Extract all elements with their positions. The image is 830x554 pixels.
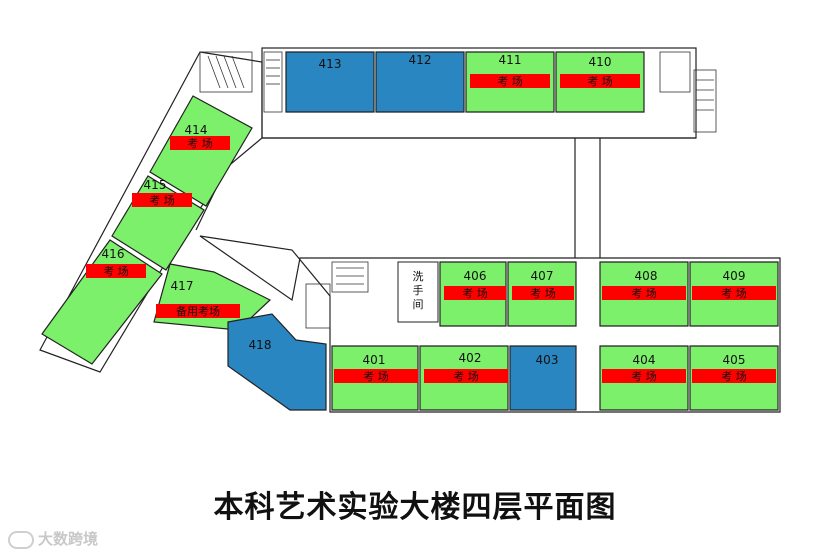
room-410: 考 场 410 [555,51,645,113]
room-410-number: 410 [589,55,612,69]
room-411-banner-label: 考 场 [497,74,523,88]
room-402-banner [424,369,508,383]
room-402-banner-label: 考 场 [453,369,479,383]
watermark-logo-icon [8,530,34,549]
washroom: 洗手间 [397,261,439,323]
washroom-label: 洗手间 [413,270,424,311]
plan-title: 本科艺术实验大楼四层平面图 [213,490,617,525]
watermark-text: 大数跨境 [38,530,99,548]
room-401: 考 场 401 [331,345,419,411]
room-404-banner [602,369,686,383]
room-402: 考 场 402 [419,345,509,411]
room-416: 考 场 416 [41,239,163,365]
room-413-area [285,51,375,113]
room-418-area [227,313,327,411]
room-409: 考 场 409 [689,261,779,327]
room-401-banner [334,369,418,383]
room-416-banner-label: 考 场 [103,264,129,278]
room-403-area [509,345,577,411]
room-413: 413 [285,51,375,113]
room-408: 考 场 408 [599,261,689,327]
room-402-number: 402 [459,351,482,365]
room-412-number: 412 [409,53,432,67]
room-415-banner-label: 考 场 [149,193,175,207]
room-412-area [375,51,465,113]
room-407-banner-label: 考 场 [530,286,556,300]
room-412: 412 [375,51,465,113]
room-406: 考 场 406 [439,261,507,327]
room-404-banner-label: 考 场 [631,369,657,383]
stairwell-central [305,261,369,329]
room-408-banner [602,286,686,300]
room-409-banner [692,286,776,300]
room-405-number: 405 [723,353,746,367]
room-414-banner [170,136,230,150]
room-415-number: 415 [144,178,167,192]
room-411-banner [470,74,550,88]
room-404: 考 场 404 [599,345,689,411]
room-414-area [149,95,253,207]
room-411: 考 场 411 [465,51,555,113]
room-403-number: 403 [536,353,559,367]
room-411-number: 411 [499,53,522,67]
room-417: 备用考场 417 [153,263,272,331]
room-413-number: 413 [319,57,342,71]
room-406-number: 406 [464,269,487,283]
room-409-number: 409 [723,269,746,283]
room-417-number: 417 [171,279,194,293]
room-410-banner [560,74,640,88]
room-418-number: 418 [249,338,272,352]
room-414-banner-label: 考 场 [187,136,213,150]
room-415-banner [132,193,192,207]
stairwell-northwest [199,51,283,113]
watermark: 大数跨境 [8,528,98,549]
room-414-number: 414 [185,123,208,137]
room-408-number: 408 [635,269,658,283]
room-407-banner [512,286,574,300]
stairwell-northeast [659,51,717,133]
room-404-number: 404 [633,353,656,367]
room-408-banner-label: 考 场 [631,286,657,300]
room-405: 考 场 405 [689,345,779,411]
room-417-banner-label: 备用考场 [176,304,220,318]
room-409-banner-label: 考 场 [721,286,747,300]
room-418: 418 [227,313,327,411]
room-407: 考 场 407 [507,261,577,327]
room-406-banner [444,286,506,300]
room-416-banner [86,264,146,278]
room-401-banner-label: 考 场 [363,369,389,383]
room-417-banner [156,304,240,318]
room-403: 403 [509,345,577,411]
room-416-number: 416 [102,247,125,261]
room-406-banner-label: 考 场 [462,286,488,300]
room-410-banner-label: 考 场 [587,74,613,88]
room-401-number: 401 [363,353,386,367]
room-405-banner-label: 考 场 [721,369,747,383]
room-407-number: 407 [531,269,554,283]
room-405-banner [692,369,776,383]
